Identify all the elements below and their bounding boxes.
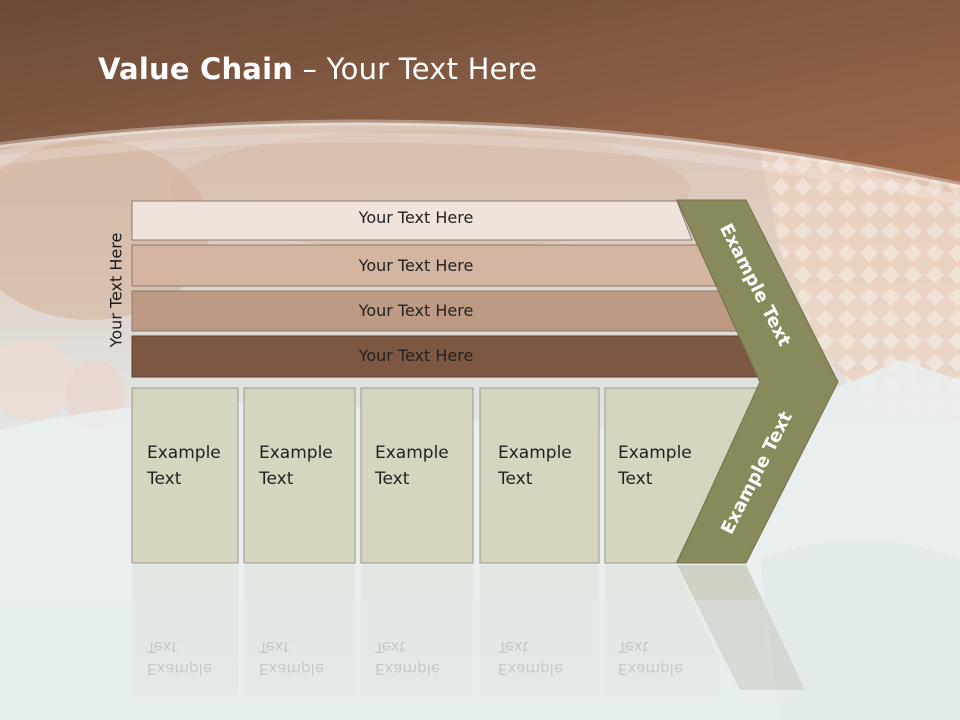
box-3 [360,387,474,564]
box-3-line-1: Example [375,443,449,463]
box-4-reflection: Example Text [498,636,598,680]
box-5-line-1: Example [618,443,692,463]
box-3-reflection-line-2: Text [375,638,406,656]
box-5-text: Example Text [618,440,718,492]
value-chain-bands [131,200,763,378]
box-2 [243,387,356,564]
box-1-line-1: Example [147,443,221,463]
box-4-reflection-line-2: Text [498,638,529,656]
band-2-label: Your Text Here [358,256,474,275]
box-2-line-1: Example [259,443,333,463]
title-bold: Value Chain [98,52,294,86]
reflection [132,565,805,695]
box-1-text: Example Text [147,440,247,492]
box-1-reflection-line-1: Example [147,660,213,678]
band-3-label: Your Text Here [358,301,474,320]
box-2-text: Example Text [259,440,359,492]
box-3-text: Example Text [375,440,475,492]
box-1-reflection: Example Text [147,636,247,680]
box-3-reflection-line-1: Example [375,660,441,678]
box-4-reflection-line-1: Example [498,660,564,678]
box-5-line-2: Text [618,469,653,489]
band-1 [131,200,693,241]
box-1 [131,387,239,564]
box-4-line-1: Example [498,443,572,463]
box-4-line-2: Text [498,469,533,489]
band-4-label: Your Text Here [358,346,474,365]
box-5-reflection: Example Text [618,636,718,680]
side-label-text: Your Text Here [106,232,126,348]
box-4 [479,387,600,564]
box-5-reflection-line-2: Text [618,638,649,656]
value-chevron [676,199,839,564]
slide-title: Value Chain – Your Text Here [98,52,537,86]
box-2-reflection: Example Text [259,636,359,680]
box-1-reflection-line-2: Text [147,638,178,656]
activity-boxes [131,387,761,564]
band-1-label: Your Text Here [358,208,474,227]
box-2-reflection-line-2: Text [259,638,290,656]
box-1-line-2: Text [147,469,182,489]
box-3-line-2: Text [375,469,410,489]
box-4-text: Example Text [498,440,598,492]
box-3-reflection: Example Text [375,636,475,680]
title-rest: – Your Text Here [293,52,538,86]
box-5 [604,387,761,564]
box-2-reflection-line-1: Example [259,660,325,678]
box-2-line-2: Text [259,469,294,489]
box-5-reflection-line-1: Example [618,660,684,678]
